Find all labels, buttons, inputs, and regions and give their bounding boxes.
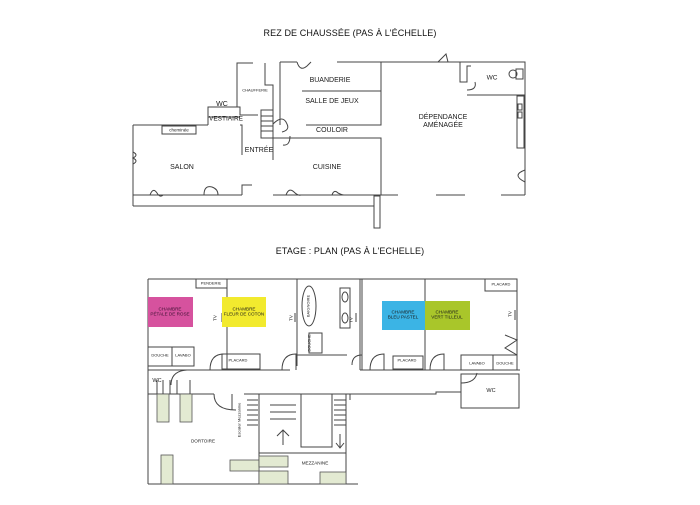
chambre-vert-line1: CHAMBRE	[435, 309, 459, 315]
dependance-line2: AMÉNAGÉE	[423, 122, 463, 129]
label-placard-3: PLACARD	[491, 281, 511, 287]
ground-floor-title: REZ DE CHAUSSÉE (PAS À L'ÉCHELLE)	[263, 28, 437, 38]
room-couloir: COULOIR	[316, 126, 348, 134]
chambre-jaune-fill	[222, 297, 266, 327]
chambre-bleu-pastel: CHAMBRE BLEU PASTEL	[388, 310, 419, 321]
room-entree: ENTRÉE	[244, 146, 274, 154]
label-lavabo-left: LAVABO	[175, 352, 191, 358]
chambre-vert-line2: VERT TILLEUL	[431, 315, 463, 320]
room-wc-right: WC	[486, 387, 496, 394]
chambre-vert-tilleul: CHAMBRE VERT TILLEUL	[431, 310, 462, 321]
room-salon: SALON	[170, 163, 194, 171]
label-placard-1: PLACARD	[228, 357, 248, 363]
label-lavabo-right: LAVABO	[469, 360, 485, 366]
label-cheminee: cheminée	[169, 127, 189, 133]
chambre-bleu-line2: BLEU PASTEL	[387, 315, 419, 320]
room-dependance: DÉPENDANCE AMÉNAGÉE	[419, 114, 468, 130]
chambre-bleu-line1: CHAMBRE	[391, 309, 415, 315]
chambre-rose-line2: PÉTALE DE ROSE	[150, 312, 190, 317]
tv-label-3: TV	[348, 317, 354, 323]
label-escalier-mezzanine: Escalier Mezzanine	[236, 402, 242, 438]
room-cuisine: CUISINE	[312, 163, 342, 171]
chambre-jaune-line2: FLEUR DE COTON	[223, 312, 265, 317]
room-vestiaire: VESTIAIRE	[209, 115, 243, 123]
upper-floor-title: ETAGE : PLAN (PAS À L'ECHELLE)	[275, 246, 425, 256]
label-penderie: PENDERIE	[200, 280, 222, 286]
label-douche-right: DOUCHE	[496, 360, 514, 366]
label-douche-left: DOUCHE	[151, 352, 169, 358]
room-mezzanine: MEZZANINE	[301, 460, 329, 466]
room-salle-de-jeux: SALLE DE JEUX	[305, 97, 359, 105]
chambre-petale-de-rose: CHAMBRE PÉTALE DE ROSE	[150, 307, 189, 318]
chambre-rose-fill	[148, 297, 193, 327]
chambre-rose-line1: CHAMBRE	[158, 306, 182, 312]
chambre-jaune-line1: CHAMBRE	[232, 306, 256, 312]
label-douche-bath: DOUCHE	[306, 334, 312, 352]
room-wc-left: WC	[152, 377, 162, 384]
label-placard-2: PLACARD	[397, 357, 417, 363]
tv-label-1: TV	[212, 315, 218, 321]
room-wc-dependance: WC	[486, 74, 498, 82]
tv-label-4: TV	[507, 311, 513, 317]
room-wc-ground: WC	[216, 100, 228, 108]
dependance-line1: DÉPENDANCE	[418, 113, 468, 121]
upper-floor-walls	[147, 278, 520, 485]
room-chaufferie: CHAUFFERIE	[242, 87, 268, 93]
label-baignoire: BAIGNOIRE	[305, 294, 311, 318]
room-buanderie: BUANDERIE	[309, 76, 351, 84]
room-dortoire: DORTOIRE	[190, 438, 216, 444]
chambre-bleu-fill	[382, 301, 425, 330]
chambre-vert-fill	[425, 301, 470, 330]
ground-floor-walls	[131, 53, 526, 229]
chambre-fleur-de-coton: CHAMBRE FLEUR DE COTON	[224, 307, 265, 318]
tv-label-2: TV	[288, 315, 294, 321]
